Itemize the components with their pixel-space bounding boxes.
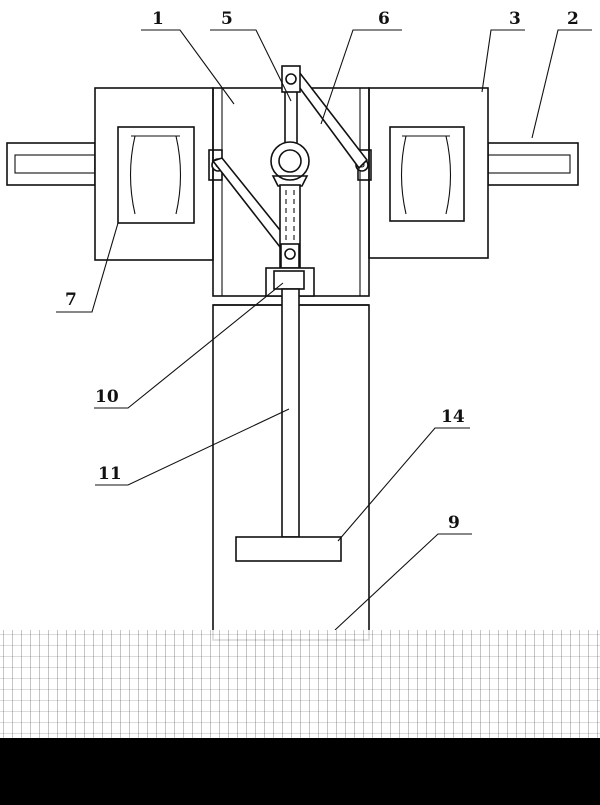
label-2: 2: [567, 9, 579, 29]
label-6: 6: [378, 9, 390, 29]
right-rail: [487, 142, 579, 186]
left-rail: [6, 142, 96, 186]
central-roller: [270, 141, 310, 187]
top-pivot: [281, 65, 301, 93]
label-7: 7: [65, 290, 77, 310]
foot-plate: [235, 536, 342, 562]
scan-noise-band: [0, 630, 600, 738]
label-10: 10: [95, 387, 119, 407]
bottom-black-band: [0, 738, 600, 805]
label-3: 3: [509, 9, 521, 29]
label-11: 11: [98, 464, 122, 484]
label-5: 5: [221, 9, 233, 29]
left-housing: [94, 87, 214, 261]
label-14: 14: [441, 407, 465, 427]
linkage-arms: [211, 66, 369, 258]
push-rod: [281, 288, 300, 538]
bottom-pivot: [280, 243, 300, 269]
label-9: 9: [448, 513, 460, 533]
label-1: 1: [152, 9, 164, 29]
right-housing: [368, 87, 489, 259]
leader-lines: [56, 29, 592, 631]
